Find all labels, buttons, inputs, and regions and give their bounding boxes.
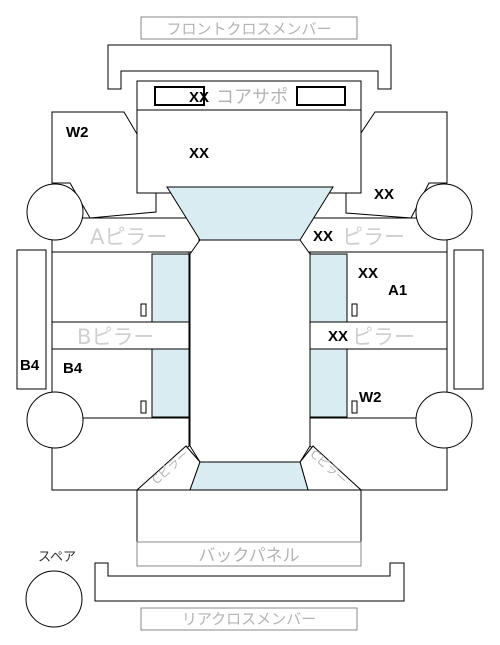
right-rear-window[interactable] bbox=[309, 348, 348, 418]
right-front-door-grade-mark: A1 bbox=[388, 282, 407, 299]
front-left-tire[interactable] bbox=[26, 183, 84, 241]
core-support-label: コアサポ bbox=[216, 87, 288, 108]
right-front-window[interactable] bbox=[309, 253, 348, 323]
right-front-fender[interactable] bbox=[345, 111, 448, 219]
left-front-door-handle bbox=[140, 303, 147, 317]
left-rear-door-damage-mark: B4 bbox=[63, 360, 83, 377]
a-pillar-left-label: Aピラー bbox=[90, 225, 167, 249]
left-front-fender[interactable] bbox=[51, 111, 157, 219]
roof[interactable] bbox=[189, 239, 311, 463]
front-bumper-bracket[interactable] bbox=[107, 44, 392, 90]
windshield[interactable] bbox=[166, 186, 334, 241]
core-support-right-slot bbox=[296, 86, 346, 106]
front-right-tire[interactable] bbox=[415, 183, 473, 241]
right-front-door-handle bbox=[351, 303, 358, 317]
b-pillar-right[interactable] bbox=[309, 321, 448, 350]
rear-left-tire[interactable] bbox=[26, 391, 84, 449]
left-rear-door-handle bbox=[140, 400, 147, 414]
b-pillar-left[interactable] bbox=[51, 321, 190, 350]
right-rear-door-handle bbox=[351, 400, 358, 414]
left-front-fender-damage-mark: W2 bbox=[66, 124, 89, 141]
core-support-damage-mark: XX bbox=[189, 89, 209, 106]
right-front-fender-damage-mark: XX bbox=[374, 186, 394, 203]
b-pillar-left-label: Bピラー bbox=[77, 325, 154, 349]
left-rocker-damage-mark: B4 bbox=[20, 357, 40, 374]
trunk-lid[interactable] bbox=[136, 489, 362, 543]
right-rocker-panel[interactable] bbox=[453, 249, 484, 390]
core-support-left-slot bbox=[154, 86, 205, 106]
b-pillar-right-damage-mark: XX bbox=[328, 328, 348, 345]
front-damage-mark: XX bbox=[189, 145, 209, 162]
spare-tire[interactable] bbox=[25, 570, 83, 628]
front-cross-member[interactable]: フロントクロスメンバー bbox=[140, 16, 358, 40]
a-pillar-right-label: ピラー bbox=[342, 225, 405, 249]
left-front-window[interactable] bbox=[151, 253, 190, 323]
left-rocker-panel[interactable] bbox=[16, 249, 47, 390]
rear-bumper-bracket[interactable] bbox=[94, 562, 405, 602]
rear-cross-member[interactable]: リアクロスメンバー bbox=[140, 607, 358, 631]
right-rear-door-damage-mark: W2 bbox=[359, 389, 382, 406]
rear-cross-member-label: リアクロスメンバー bbox=[182, 610, 316, 628]
a-pillar-right-damage-mark: XX bbox=[313, 228, 333, 245]
b-pillar-right-label: ピラー bbox=[352, 325, 415, 349]
spare-label: スペア bbox=[38, 550, 76, 565]
front-cross-member-label: フロントクロスメンバー bbox=[166, 20, 331, 38]
rear-right-tire[interactable] bbox=[415, 391, 473, 449]
left-rear-window[interactable] bbox=[151, 348, 190, 418]
back-panel[interactable] bbox=[136, 541, 362, 567]
right-front-door-damage-mark: XX bbox=[358, 265, 378, 282]
rear-window[interactable] bbox=[189, 461, 309, 491]
back-panel-label: バックパネル bbox=[198, 546, 299, 566]
